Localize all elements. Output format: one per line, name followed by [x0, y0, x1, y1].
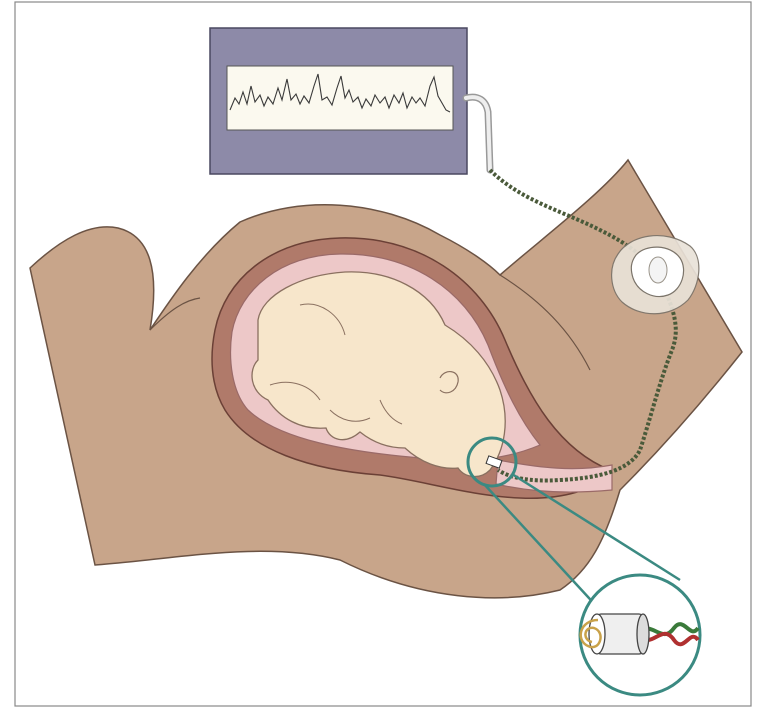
fetal-monitor-screen-icon — [210, 28, 490, 174]
leg-plate-electrode-icon — [612, 236, 699, 314]
